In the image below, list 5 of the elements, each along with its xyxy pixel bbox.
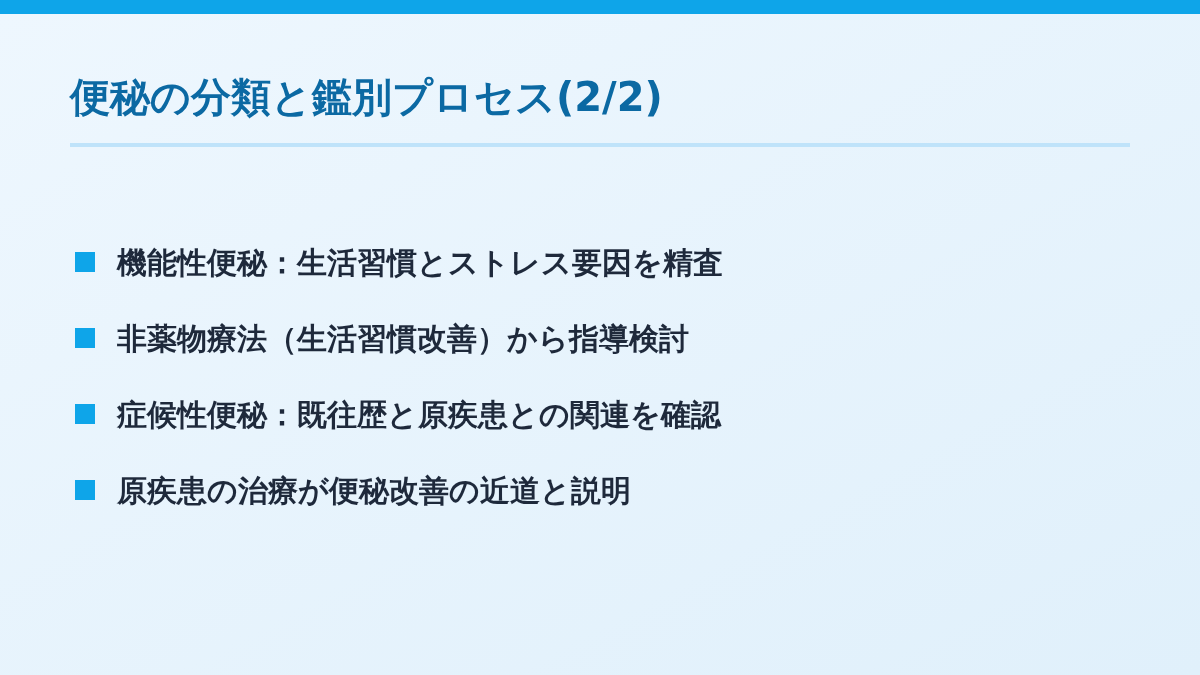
bullet-text: 非薬物療法（生活習慣改善）から指導検討 [117,319,689,358]
title: 便秘の分類と鑑別プロセス(2/2) [70,73,663,122]
bullet-text: 機能性便秘：生活習慣とストレス要因を精査 [117,243,723,282]
bullet-text: 症候性便秘：既往歴と原疾患との関連を確認 [117,395,721,434]
bullet-text: 原疾患の治療が便秘改善の近道と説明 [117,471,631,510]
